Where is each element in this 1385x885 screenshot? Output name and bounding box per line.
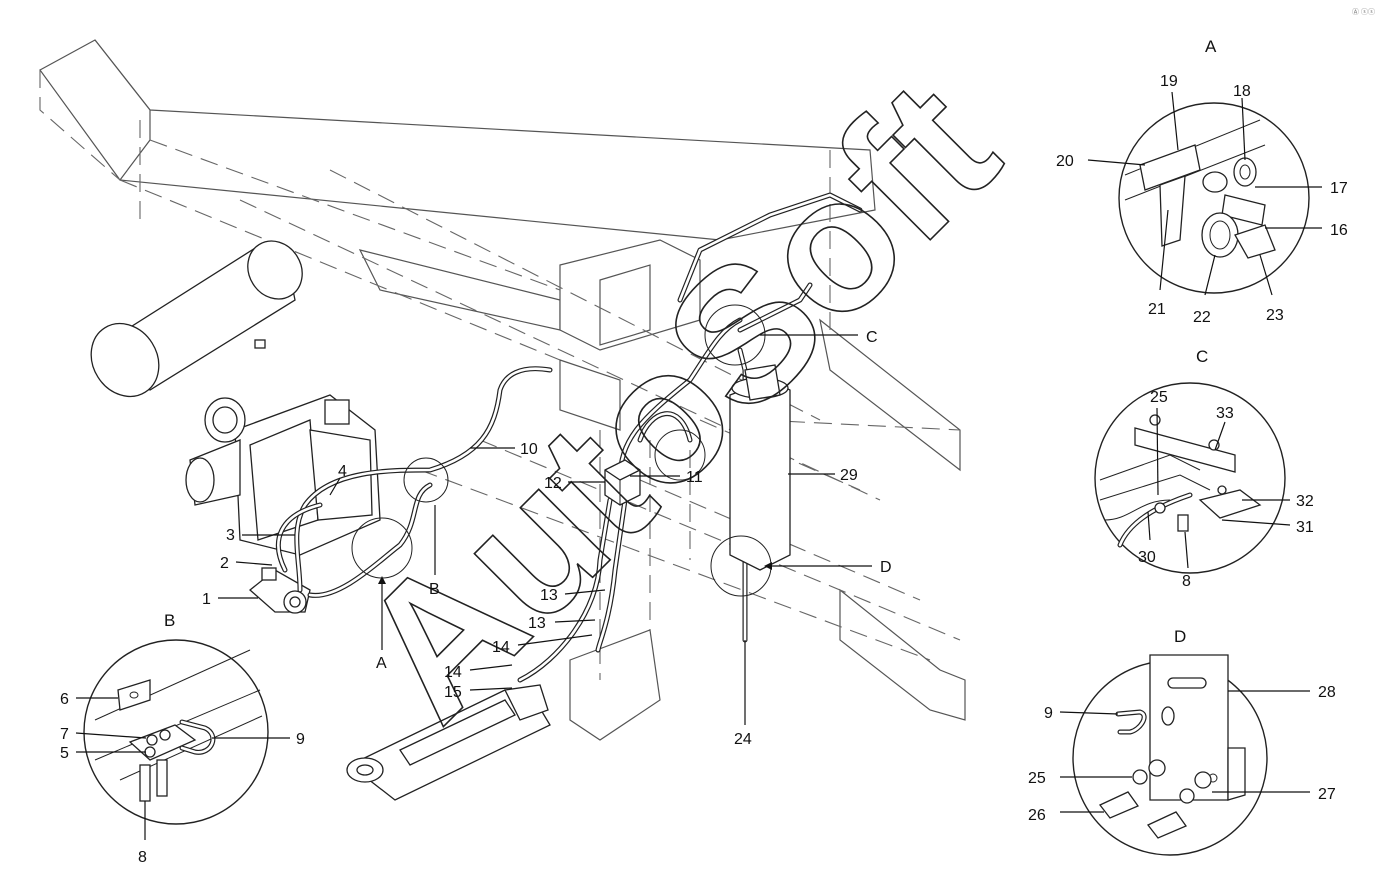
callout-10: 10 <box>520 441 538 458</box>
detail-B-title: B <box>164 611 175 630</box>
detail-D-title: D <box>1174 627 1186 646</box>
detail-A-label-17: 17 <box>1330 180 1348 197</box>
detail-D-label-9: 9 <box>1044 705 1053 722</box>
detail-B-label-8: 8 <box>138 849 147 866</box>
detail-D: D 9 28 25 27 26 <box>1028 627 1336 856</box>
detail-A-label-20: 20 <box>1056 153 1074 170</box>
callout-1: 1 <box>202 591 211 608</box>
callout-29: 29 <box>840 467 858 484</box>
callout-24: 24 <box>734 731 752 748</box>
detail-B-label-7: 7 <box>60 726 69 743</box>
lift-cylinder <box>729 364 791 571</box>
detail-B-label-5: 5 <box>60 745 69 762</box>
callout-D: D <box>880 559 892 576</box>
transmission-housing <box>185 339 381 556</box>
detail-D-label-25: 25 <box>1028 770 1046 787</box>
callout-4: 4 <box>338 463 347 480</box>
main-callouts: 1 2 3 4 10 11 12 13 13 14 14 15 24 29 B … <box>202 329 892 748</box>
callout-A: A <box>376 655 387 672</box>
detail-B-label-9: 9 <box>296 731 305 748</box>
detail-A-label-22: 22 <box>1193 309 1211 326</box>
detail-D-label-27: 27 <box>1318 786 1336 803</box>
callout-14-lower: 14 <box>444 664 462 681</box>
callout-13-upper: 13 <box>540 587 558 604</box>
detail-C: C 25 33 32 31 30 8 <box>1094 347 1314 590</box>
detail-D-label-26: 26 <box>1028 807 1046 824</box>
detail-B-label-6: 6 <box>60 691 69 708</box>
detail-C-label-31: 31 <box>1296 519 1314 536</box>
detail-C-label-33: 33 <box>1216 405 1234 422</box>
callout-3: 3 <box>226 527 235 544</box>
detail-A-label-23: 23 <box>1266 307 1284 324</box>
hydraulic-pump <box>248 567 311 614</box>
detail-A-label-19: 19 <box>1160 73 1178 90</box>
chassis-frame <box>39 39 966 741</box>
detail-B: B 6 7 5 9 8 <box>60 611 305 866</box>
detail-A-label-21: 21 <box>1148 301 1166 318</box>
detail-C-label-30: 30 <box>1138 549 1156 566</box>
detail-C-label-25: 25 <box>1150 389 1168 406</box>
detail-A-label-16: 16 <box>1330 222 1348 239</box>
callout-2: 2 <box>220 555 229 572</box>
callout-11: 11 <box>686 469 703 486</box>
callout-15: 15 <box>444 684 462 701</box>
callout-14-upper: 14 <box>492 639 510 656</box>
detail-C-label-8: 8 <box>1182 573 1191 590</box>
detail-C-label-32: 32 <box>1296 493 1314 510</box>
detail-D-label-28: 28 <box>1318 684 1336 701</box>
detail-C-title: C <box>1196 347 1208 366</box>
callout-B: B <box>429 581 440 598</box>
callout-13-lower: 13 <box>528 615 546 632</box>
detail-A-title: A <box>1205 37 1217 56</box>
callout-12: 12 <box>544 475 562 492</box>
tilt-cylinder <box>346 684 551 801</box>
callout-C: C <box>866 329 878 346</box>
detail-A: A 20 19 18 17 16 21 22 23 <box>1056 37 1348 326</box>
detail-A-label-18: 18 <box>1233 83 1251 100</box>
corner-mark: Ⓐ ⓢⓢ <box>1352 8 1375 16</box>
axle-drum <box>90 240 303 398</box>
control-valve-block <box>604 459 641 506</box>
